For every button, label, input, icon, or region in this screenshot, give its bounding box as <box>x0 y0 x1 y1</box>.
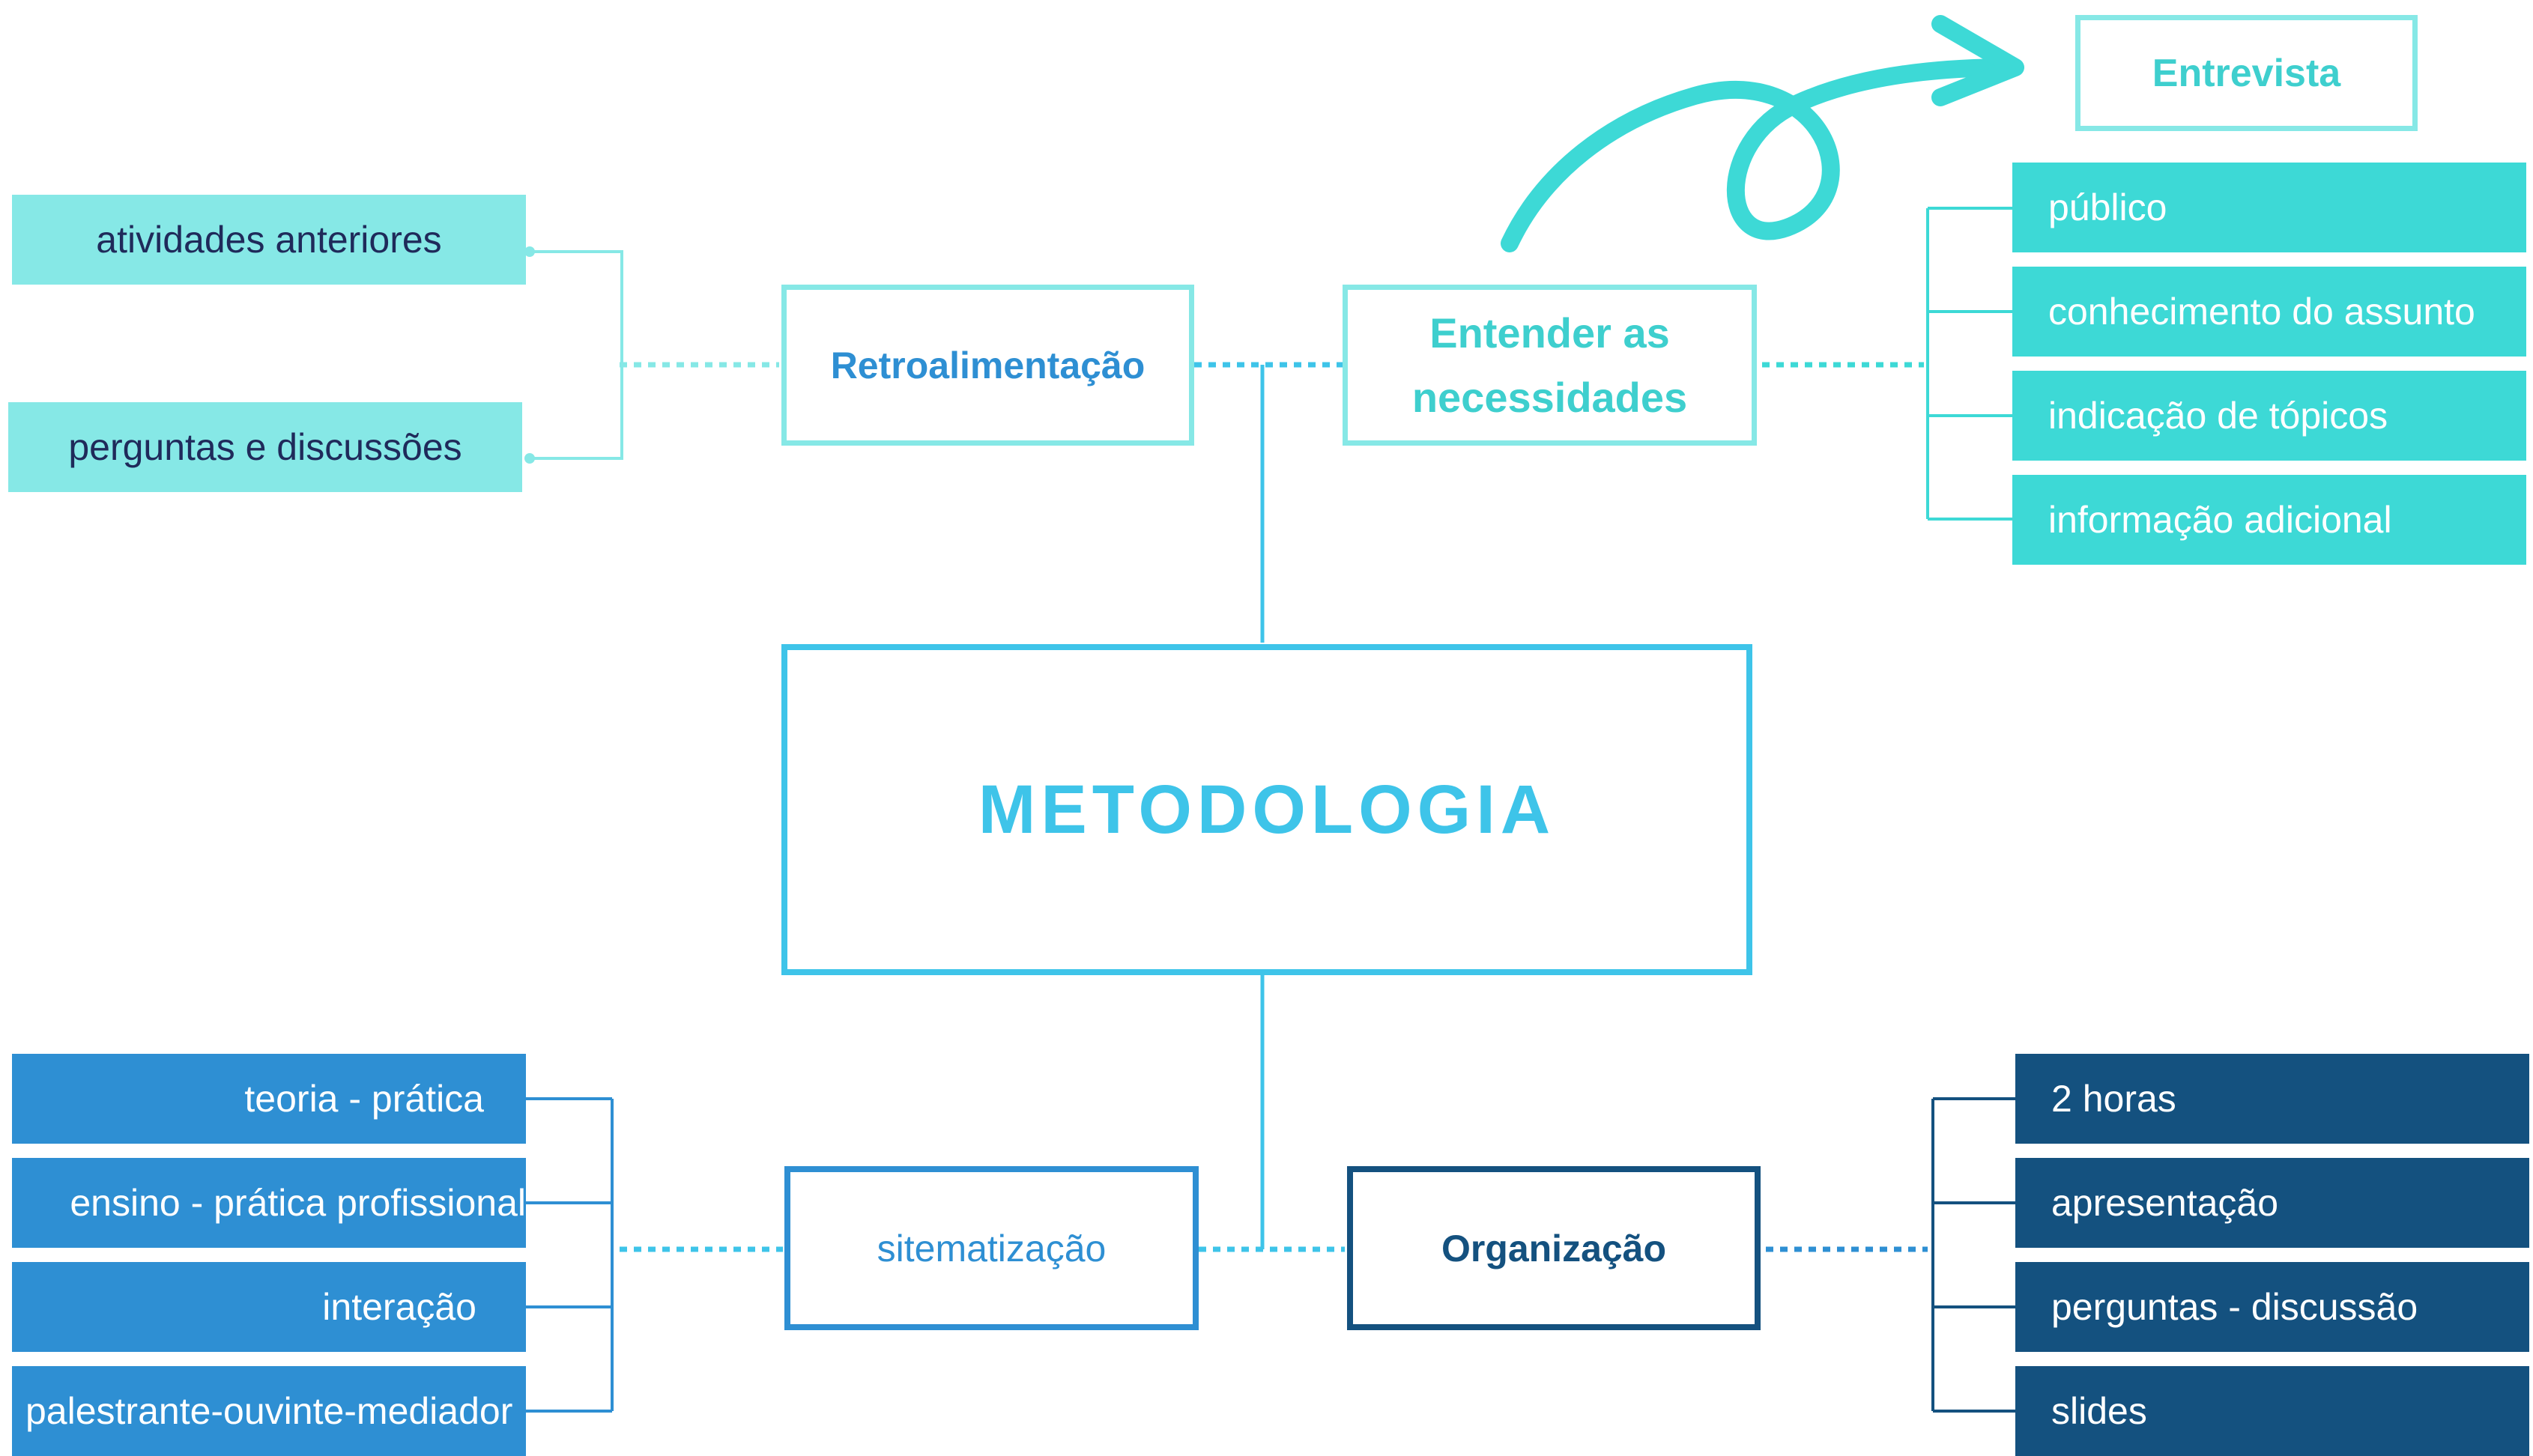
sistematizacao-label: sitematização <box>877 1227 1107 1270</box>
curly-arrow-icon <box>1501 15 2024 252</box>
entender-label-line2: necessidades <box>1411 373 1688 421</box>
entrevista-node: Entrevista <box>2075 15 2418 131</box>
entender-necessidades-node: Entender as necessidades <box>1343 285 1757 446</box>
sistematizacao-item: ensino - prática profissional <box>12 1158 526 1248</box>
sistematizacao-node: sitematização <box>784 1166 1199 1330</box>
sistematizacao-item: teoria - prática <box>12 1054 526 1144</box>
retroalimentacao-node: Retroalimentação <box>781 285 1194 446</box>
central-topic-box: METODOLOGIA <box>781 644 1752 975</box>
organizacao-label: Organização <box>1441 1227 1667 1270</box>
entender-label-line1: Entender as <box>1429 309 1670 357</box>
sistematizacao-item: palestrante-ouvinte-mediador <box>12 1366 526 1456</box>
entender-item: público <box>2012 163 2526 252</box>
central-topic-title: METODOLOGIA <box>978 771 1556 848</box>
organizacao-item: apresentação <box>2015 1158 2529 1248</box>
organizacao-item: 2 horas <box>2015 1054 2529 1144</box>
entrevista-label: Entrevista <box>2152 51 2341 95</box>
retro-item: atividades anteriores <box>12 195 526 285</box>
sistematizacao-item: interação <box>12 1262 526 1352</box>
retro-item: perguntas e discussões <box>8 402 522 492</box>
retroalimentacao-label: Retroalimentação <box>830 344 1146 386</box>
organizacao-node: Organização <box>1347 1166 1761 1330</box>
organizacao-item: perguntas - discussão <box>2015 1262 2529 1352</box>
entender-item: conhecimento do assunto <box>2012 267 2526 357</box>
entender-item: indicação de tópicos <box>2012 371 2526 461</box>
organizacao-item: slides <box>2015 1366 2529 1456</box>
entender-item: informação adicional <box>2012 475 2526 565</box>
